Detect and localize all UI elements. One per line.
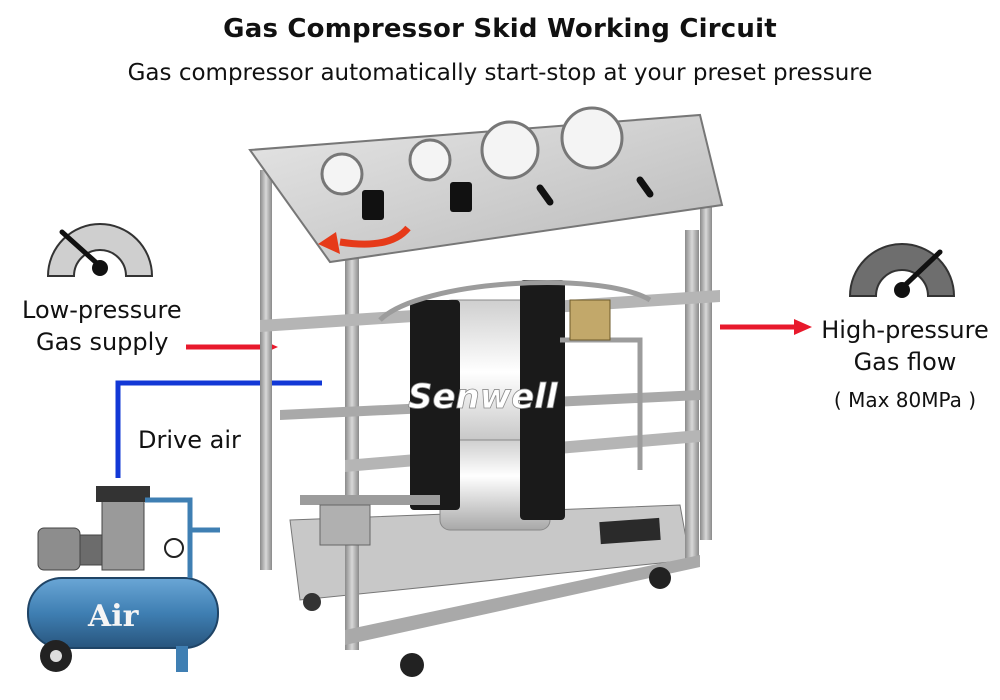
low-pressure-line1: Low-pressure bbox=[22, 296, 182, 324]
compressor-skid: Senwell bbox=[248, 106, 724, 677]
regulator-knob-icon bbox=[362, 176, 654, 220]
page-subtitle: Gas compressor automatically start-stop … bbox=[127, 60, 873, 86]
max-pressure-note: ( Max 80MPa ) bbox=[833, 388, 977, 412]
caster-wheel-icon bbox=[303, 567, 671, 677]
drive-air-line bbox=[115, 380, 322, 478]
low-pressure-gauge-icon bbox=[46, 223, 154, 277]
rotate-arrow-icon bbox=[318, 225, 411, 254]
high-pressure-line2: Gas flow bbox=[853, 348, 957, 376]
gas-flow-arrow bbox=[720, 319, 812, 335]
brand-watermark: Senwell bbox=[408, 377, 559, 417]
high-pressure-gauge-icon bbox=[848, 243, 956, 298]
air-compressor: Air bbox=[27, 486, 220, 672]
high-pressure-label: High-pressure Gas flow bbox=[820, 314, 990, 378]
compressor-label: Air bbox=[87, 599, 140, 634]
page-title: Gas Compressor Skid Working Circuit bbox=[223, 14, 777, 44]
high-pressure-line1: High-pressure bbox=[821, 316, 989, 344]
drive-air-label: Drive air bbox=[138, 426, 241, 454]
low-pressure-line2: Gas supply bbox=[36, 328, 169, 356]
pressure-gauge-icon bbox=[320, 106, 624, 196]
low-pressure-label: Low-pressure Gas supply bbox=[22, 294, 182, 358]
